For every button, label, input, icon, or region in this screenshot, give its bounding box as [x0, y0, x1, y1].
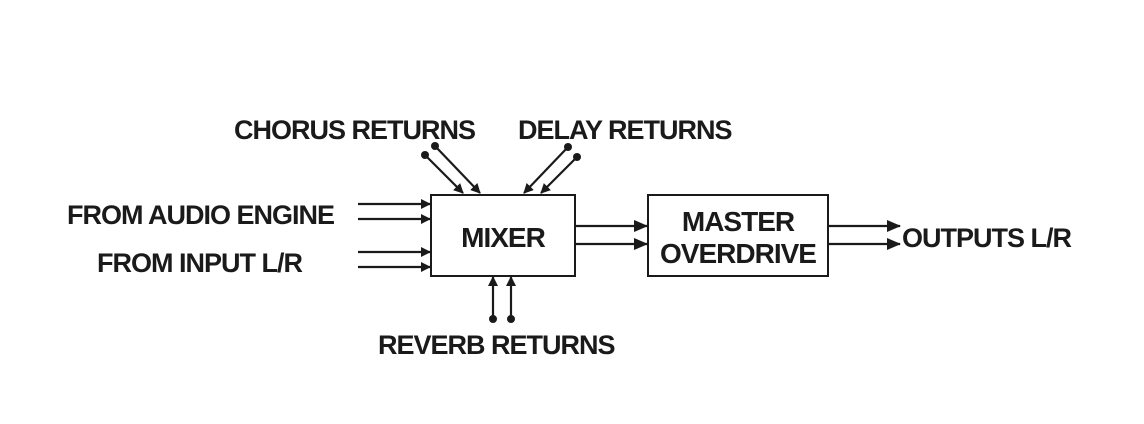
master-label: MASTER [682, 206, 795, 237]
mixer-label: MIXER [461, 222, 545, 253]
chorus-return-arrow-1 [424, 154, 464, 194]
mixer-block: MIXER [430, 194, 576, 277]
delay-return-arrow-2 [540, 156, 578, 194]
chorus-returns-label: CHORUS RETURNS [234, 115, 475, 145]
master-overdrive-block: MASTER OVERDRIVE [647, 194, 829, 277]
from-input-label: FROM INPUT L/R [97, 248, 302, 278]
master-overdrive-box [647, 194, 829, 277]
reverb-returns-label: REVERB RETURNS [378, 330, 615, 360]
overdrive-label: OVERDRIVE [660, 238, 816, 269]
chorus-return-arrow-2 [434, 145, 481, 194]
from-audio-engine-label: FROM AUDIO ENGINE [67, 200, 334, 230]
mixer-box [430, 194, 576, 277]
outputs-label: OUTPUTS L/R [902, 223, 1071, 253]
delay-returns-label: DELAY RETURNS [518, 115, 732, 145]
delay-return-arrow-1 [523, 146, 569, 194]
